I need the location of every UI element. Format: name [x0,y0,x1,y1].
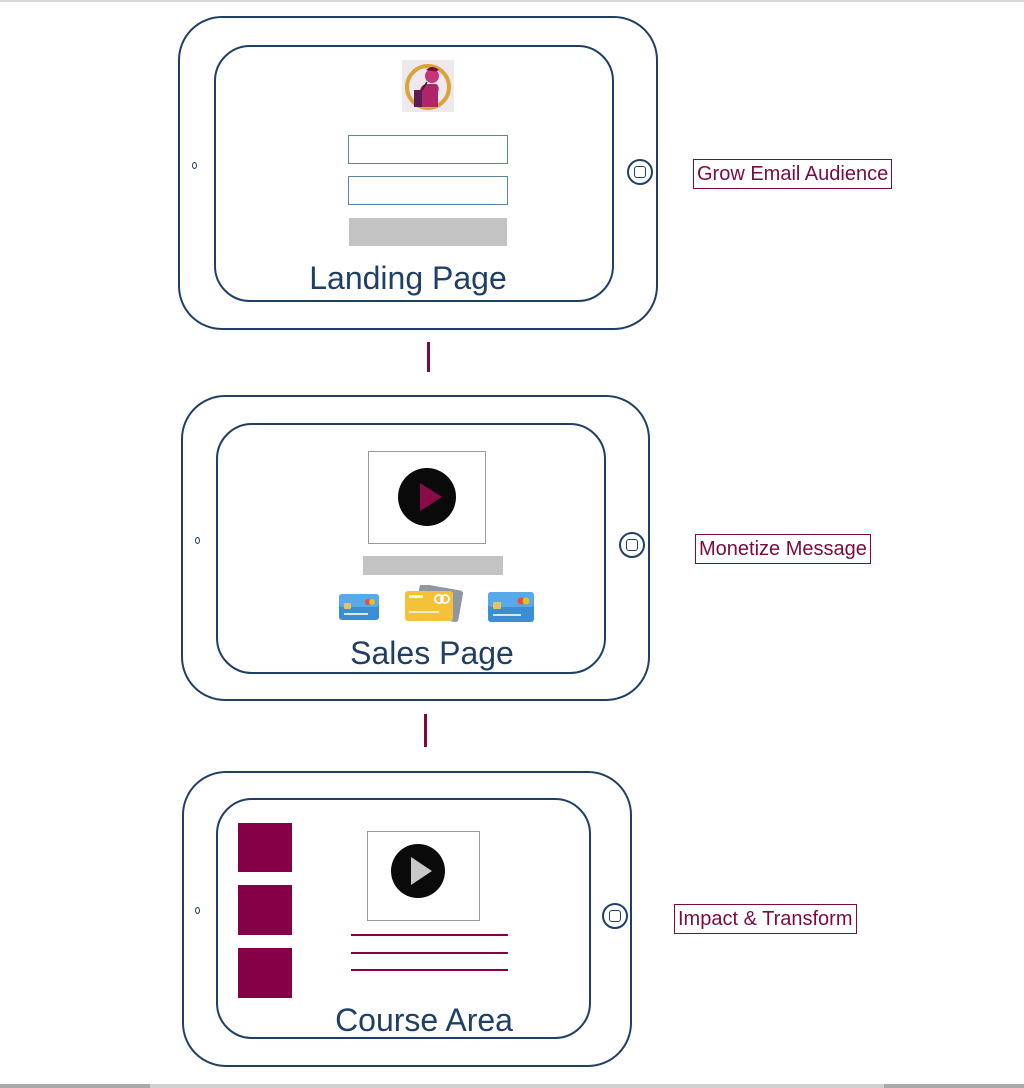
bottom-divider [0,1084,1024,1088]
course-module-tile[interactable] [238,885,292,935]
connector-line [427,342,430,372]
home-button [602,903,628,929]
course-text-line [351,969,508,971]
top-divider [0,0,1024,2]
screen-landing-page [214,45,614,302]
landing-submit-button[interactable] [349,218,507,246]
credit-card-icon [488,592,534,622]
course-module-tile[interactable] [238,823,292,872]
landing-name-input[interactable] [348,135,508,164]
course-module-tile[interactable] [238,948,292,998]
credit-card-icon [339,594,379,620]
logo-icon [402,60,454,112]
course-text-line [351,934,508,936]
home-button [627,159,653,185]
goal-label-grow-email-audience: Grow Email Audience [693,159,893,189]
course-area-label: Course Area [335,1002,513,1038]
screen-sales-page [216,423,606,674]
landing-page-label: Landing Page [309,260,507,296]
sales-video-frame [368,451,486,544]
sales-page-label: Sales Page [350,635,514,671]
play-button-icon[interactable] [390,843,446,899]
goal-label-impact-transform: Impact & Transform [674,904,857,934]
course-text-line [351,952,508,954]
landing-email-input[interactable] [348,176,508,205]
course-video-frame [367,831,480,921]
camera-dot [192,162,197,169]
camera-dot [195,537,200,544]
credit-card-icon [403,583,463,625]
screen-course-area [216,798,591,1039]
sales-buy-button[interactable] [363,556,503,575]
play-button-icon[interactable] [397,467,457,527]
camera-dot [195,907,200,914]
home-button [619,532,645,558]
goal-label-monetize-message: Monetize Message [695,534,871,564]
connector-line [424,714,427,747]
